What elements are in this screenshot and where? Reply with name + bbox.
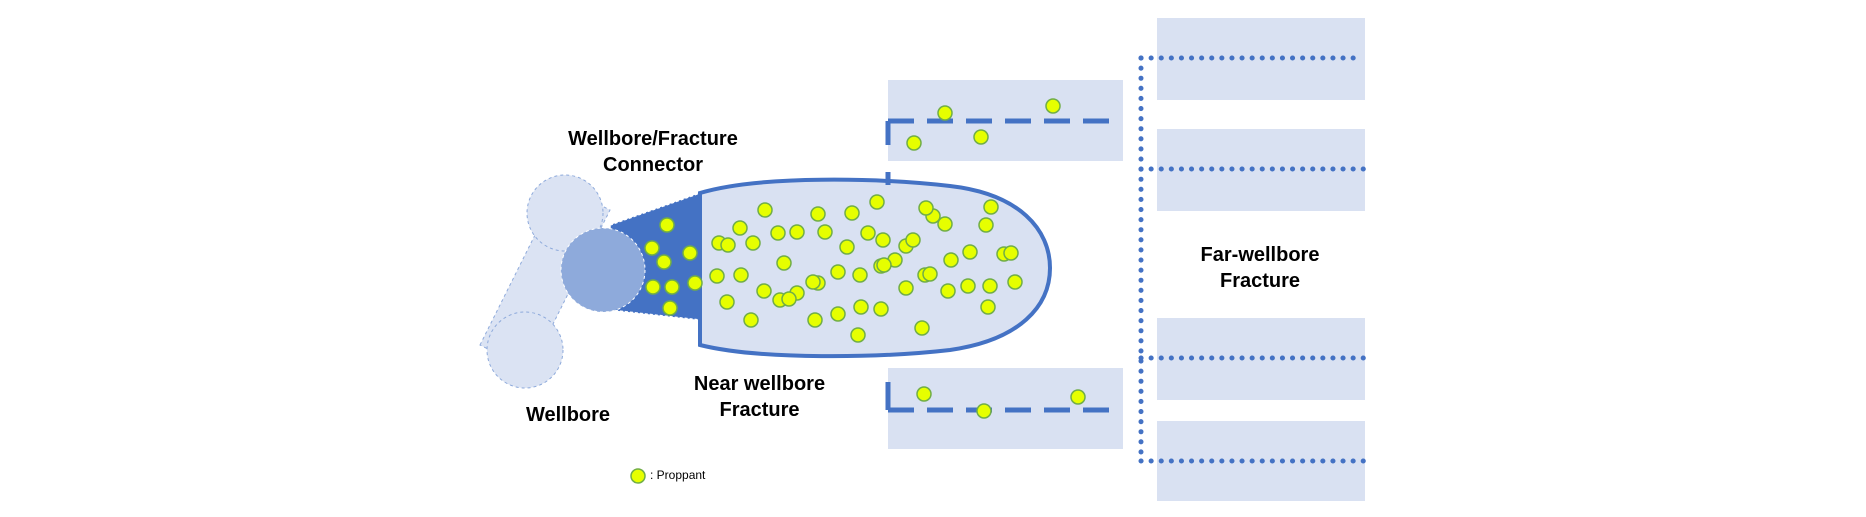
proppant-particle: [916, 386, 932, 402]
proppant-particle: [980, 299, 996, 315]
proppant-particle: [732, 220, 748, 236]
proppant-particle: [960, 278, 976, 294]
near-wellbore-label: Near wellbore Fracture: [672, 371, 847, 423]
proppant-particle: [869, 194, 885, 210]
proppant-particle: [922, 266, 938, 282]
proppant-particle: [776, 255, 792, 271]
dashed-branches: [885, 118, 1113, 413]
wellbore-circle: [560, 227, 646, 313]
proppant-particle: [962, 244, 978, 260]
proppant-particle: [789, 224, 805, 240]
proppant-particle: [978, 217, 994, 233]
proppant-particle: [937, 105, 953, 121]
proppant-particle: [682, 245, 698, 261]
proppant-particle: [687, 275, 703, 291]
proppant-particle: [943, 252, 959, 268]
proppant-particle: [937, 216, 953, 232]
proppant-particle: [805, 274, 821, 290]
far-label-line1: Far-wellbore: [1200, 244, 1320, 266]
proppant-particle: [1070, 389, 1086, 405]
proppant-particle: [844, 205, 860, 221]
proppant-particle: [875, 232, 891, 248]
far-dotted-lines: [1138, 55, 1368, 464]
proppant-particle: [976, 403, 992, 419]
proppant-particle: [876, 257, 892, 273]
proppant-particle: [756, 283, 772, 299]
proppant-particle: [982, 278, 998, 294]
proppant-particle: [659, 217, 675, 233]
proppant-particle: [973, 129, 989, 145]
proppant-particle: [852, 267, 868, 283]
proppant-particle: [905, 232, 921, 248]
proppant-particle: [664, 279, 680, 295]
proppant-particle: [817, 224, 833, 240]
proppant-particle: [839, 239, 855, 255]
proppant-particle: [830, 306, 846, 322]
proppant-particle: [757, 202, 773, 218]
proppant-particle: [1045, 98, 1061, 114]
wellbore-label-text: Wellbore: [525, 404, 611, 426]
proppant-particle: [770, 225, 786, 241]
far-label-line2: Fracture: [1219, 270, 1301, 292]
proppant-particle: [645, 279, 661, 295]
proppant-particle: [918, 200, 934, 216]
far-wellbore-label: Far-wellbore Fracture: [1175, 242, 1345, 294]
legend-proppant-icon: [630, 468, 646, 484]
proppant-particle: [733, 267, 749, 283]
proppant-particle: [1007, 274, 1023, 290]
near-label-line2: Fracture: [719, 399, 800, 421]
connector-label-line2: Connector: [603, 154, 703, 176]
proppant-particle: [850, 327, 866, 343]
proppant-particle: [743, 312, 759, 328]
proppant-particle: [719, 294, 735, 310]
proppant-particle: [898, 280, 914, 296]
proppant-particle: [914, 320, 930, 336]
proppant-particle: [1003, 245, 1019, 261]
proppant-particle: [662, 300, 678, 316]
legend-label: : Proppant: [650, 468, 706, 482]
proppant-particle: [830, 264, 846, 280]
proppant-particle: [860, 225, 876, 241]
proppant-particle: [983, 199, 999, 215]
proppant-particle: [781, 291, 797, 307]
proppant-particle: [940, 283, 956, 299]
proppant-particle: [644, 240, 660, 256]
connector-label-line1: Wellbore/Fracture: [568, 128, 738, 150]
proppant-group: [644, 98, 1086, 419]
connector-label: Wellbore/Fracture Connector: [548, 126, 758, 178]
proppant-particle: [709, 268, 725, 284]
proppant-particle: [807, 312, 823, 328]
proppant-particle: [853, 299, 869, 315]
proppant-particle: [906, 135, 922, 151]
proppant-particle: [720, 237, 736, 253]
near-label-line1: Near wellbore: [693, 373, 826, 395]
wellbore-cylinder: [479, 174, 611, 389]
proppant-particle: [745, 235, 761, 251]
proppant-particle: [656, 254, 672, 270]
proppant-particle: [873, 301, 889, 317]
wellbore-label: Wellbore: [508, 402, 628, 428]
proppant-particle: [810, 206, 826, 222]
